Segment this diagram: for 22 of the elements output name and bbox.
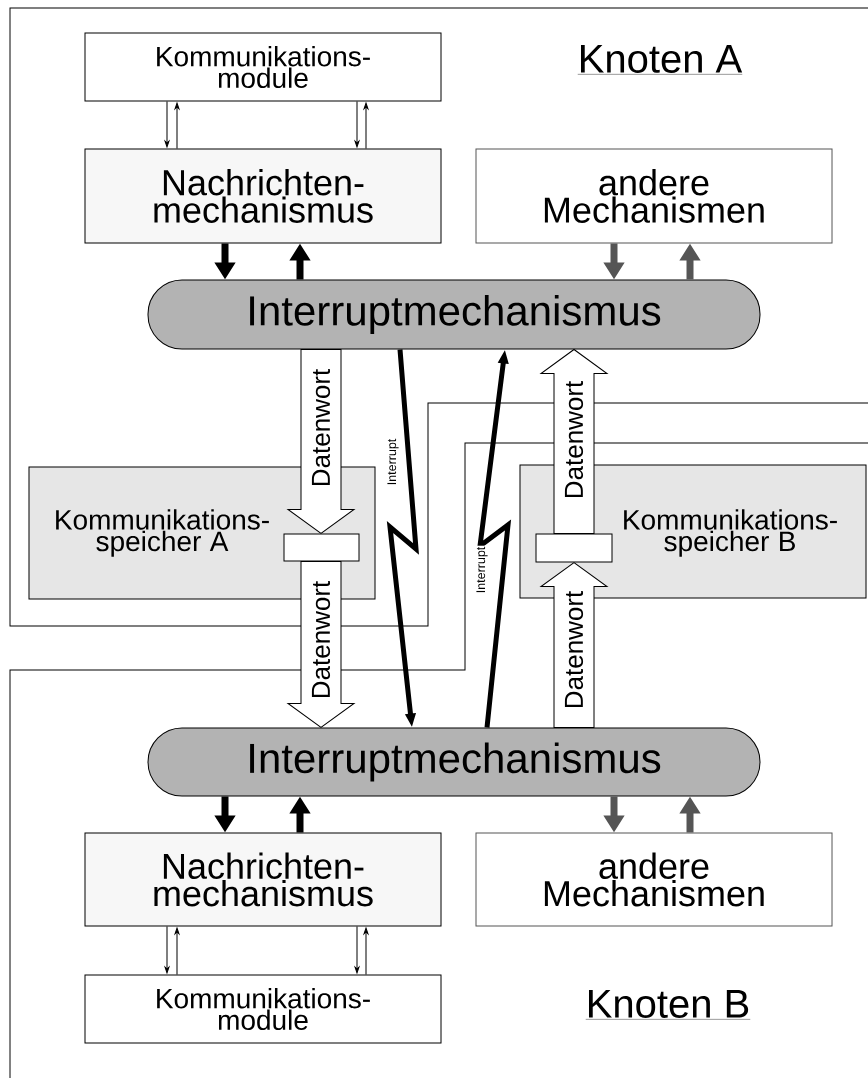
- process-box: Nachrichten- mechanismus: [84, 148, 442, 244]
- rounded-process-bar: Interruptmechanismus: [147, 727, 761, 797]
- module-box: Kommunikations- module: [84, 974, 442, 1044]
- arrow: [174, 927, 180, 975]
- rounded-process-bar: Interruptmechanismus: [147, 279, 761, 350]
- buffer-box: [535, 533, 613, 563]
- process-box: andere Mechanismen: [475, 832, 833, 927]
- arrow: [164, 101, 170, 148]
- arrow: [363, 102, 369, 149]
- arrow: [164, 926, 170, 974]
- arrow: [363, 927, 369, 975]
- node-title: Knoten A: [577, 45, 743, 75]
- arrow: [174, 102, 180, 149]
- process-box: andere Mechanismen: [475, 148, 833, 244]
- arrow: [354, 101, 360, 148]
- module-box: Kommunikations- module: [84, 32, 442, 102]
- process-box: Nachrichten- mechanismus: [84, 832, 442, 927]
- arrow: [354, 926, 360, 974]
- node-title: Knoten B: [585, 990, 751, 1020]
- buffer-box: [283, 533, 360, 562]
- edge-label: Interrupt: [475, 545, 489, 595]
- edge-label: Interrupt: [386, 437, 400, 487]
